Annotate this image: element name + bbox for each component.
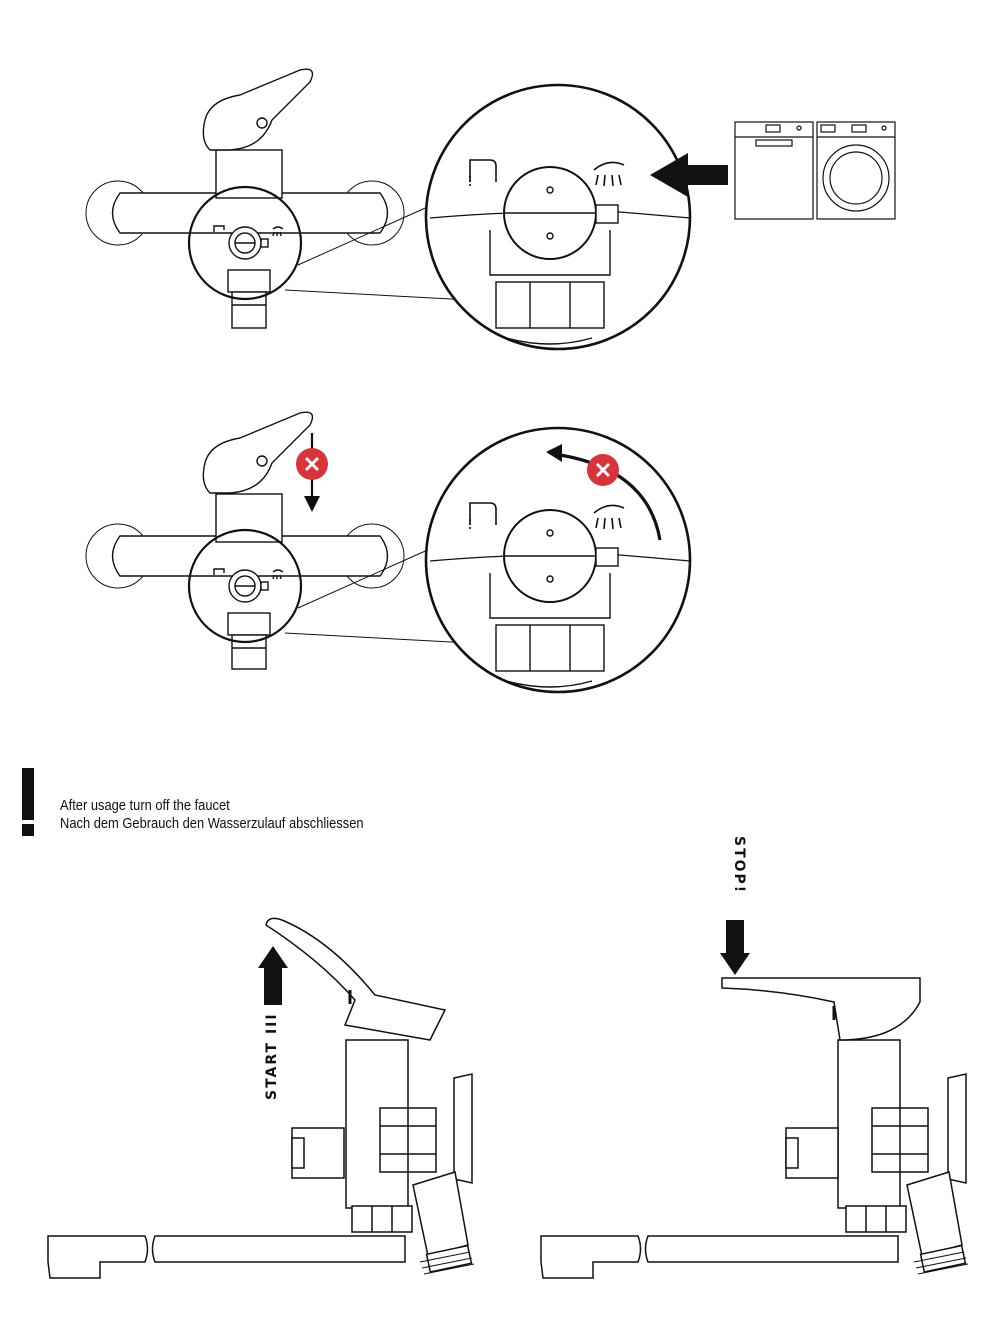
side-view-start [47, 917, 475, 1279]
stop-label: STOP! [731, 836, 747, 895]
zoom-view-1 [424, 83, 692, 351]
rotation-arrow-head [546, 444, 562, 462]
arrow-up-start [258, 946, 288, 1005]
side-view-stop [540, 977, 969, 1279]
rotation-arrow [559, 453, 662, 541]
spout-outlet-icon [469, 159, 497, 186]
exclamation-icon [22, 768, 34, 836]
shower-outlet-icon [593, 504, 625, 530]
detail-circle-small [187, 185, 303, 301]
red-x-icon [296, 448, 328, 480]
start-label: START III [264, 1012, 280, 1100]
panel-front-view-2 [85, 411, 471, 670]
zoom-view-2 [424, 426, 692, 694]
instruction-line-en: After usage turn off the faucet [60, 797, 230, 814]
instruction-line-de: Nach dem Gebrauch den Wasserzulauf absch… [60, 815, 364, 832]
arrow-pointing-left [650, 153, 728, 197]
spout-outlet-icon [469, 502, 497, 529]
red-x-icon [587, 454, 619, 486]
shower-outlet-icon [593, 161, 625, 187]
instruction-note: After usage turn off the faucet Nach dem… [60, 797, 364, 833]
panel-front-view-1 [85, 68, 471, 329]
dishwasher-washing-machine-icon [734, 121, 896, 220]
arrow-down-stop [720, 920, 750, 975]
